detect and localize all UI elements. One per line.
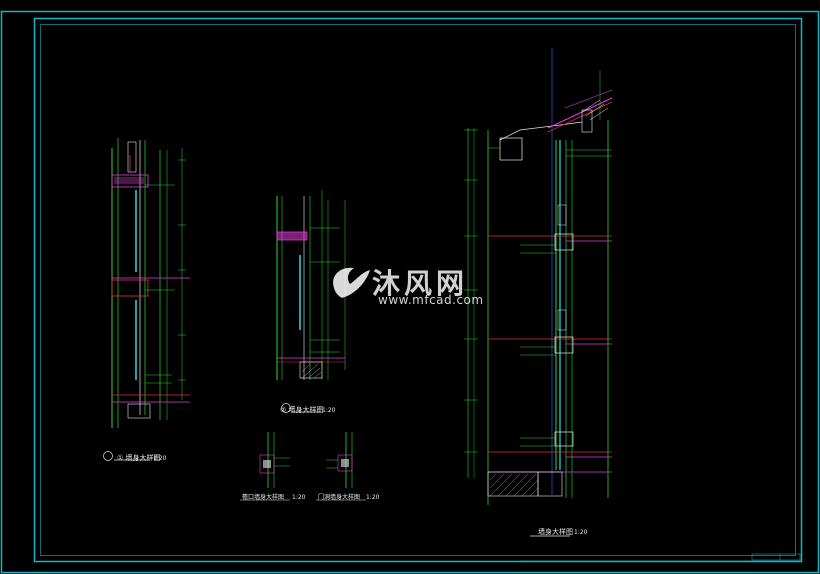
detail-4-small (316, 432, 366, 501)
watermark-text: 沐风网 (372, 267, 469, 300)
main-detail-scale: 1:20 (574, 529, 588, 536)
detail-4-title: 门洞墙身大样图 (318, 494, 361, 501)
main-detail-title: 墙身大样图 (538, 528, 573, 536)
detail-3-scale: 1:20 (292, 494, 306, 501)
detail-1-title: ① 墙身大样图 (117, 454, 161, 462)
detail-2-scale: 1:20 (322, 407, 336, 414)
detail-4-scale: 1:20 (366, 494, 380, 501)
wall-section-detail-2 (276, 190, 346, 413)
detail-3-title: 檐口墙身大样图 (242, 494, 285, 501)
detail-2-title: ② 墙身大样图 (280, 406, 324, 414)
wall-section-main (464, 48, 613, 537)
detail-1-scale: 1:20 (153, 455, 167, 462)
wall-section-detail-1 (103, 138, 190, 461)
detail-3-small (240, 432, 290, 501)
sheet-border (0, 10, 820, 574)
bird-logo-icon (333, 267, 370, 298)
watermark-url: www.mfcad.com (378, 293, 484, 307)
